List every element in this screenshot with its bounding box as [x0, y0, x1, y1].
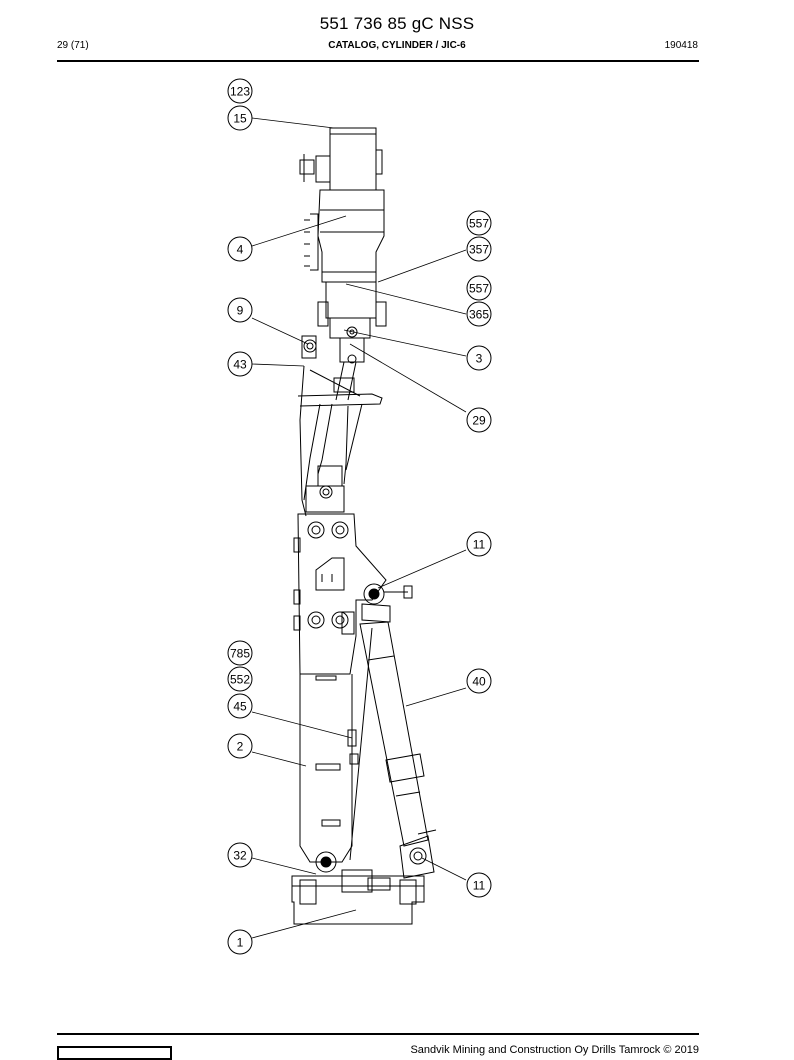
page-number: 29 (71) [57, 40, 89, 51]
sandvik-logo [57, 1046, 172, 1060]
callout-balloons: 123 15 4 557 357 557 365 9 3 43 29 11 78… [227, 78, 492, 955]
callout-balloon: 357 [466, 236, 492, 262]
swivel-head [325, 281, 377, 319]
frame-left-rail [299, 365, 307, 517]
callout-balloon: 4 [227, 236, 253, 262]
callout-label: 15 [233, 112, 247, 126]
document-code: 190418 [664, 40, 698, 51]
callout-label: 123 [230, 85, 250, 99]
leader-lines [251, 117, 467, 939]
callout-label: 9 [237, 304, 244, 318]
assembly-outline [291, 127, 437, 925]
main-boom-lower [299, 674, 353, 863]
callout-label: 1 [237, 936, 244, 950]
callout-balloon: 557 [466, 275, 492, 301]
callout-label: 4 [237, 243, 244, 257]
footer-copyright: Sandvik Mining and Construction Oy Drill… [410, 1044, 699, 1056]
callout-label: 365 [469, 308, 489, 322]
callout-balloon: 40 [466, 668, 492, 694]
callout-label: 40 [472, 675, 486, 689]
callout-balloon: 15 [227, 105, 253, 131]
callout-balloon: 785 [227, 640, 253, 666]
lift-cylinder [359, 621, 429, 847]
valve-block [317, 189, 385, 273]
callout-balloon: 32 [227, 842, 253, 868]
callout-balloon: 11 [466, 531, 492, 557]
callout-balloon: 552 [227, 666, 253, 692]
callout-label: 557 [469, 282, 489, 296]
callout-label: 557 [469, 217, 489, 231]
callout-label: 552 [230, 673, 250, 687]
callout-label: 43 [233, 358, 247, 372]
main-boom-upper [297, 513, 387, 675]
footer-divider [57, 1033, 699, 1035]
callout-label: 11 [473, 879, 486, 893]
callout-balloon: 1 [227, 929, 253, 955]
header-divider [57, 60, 699, 62]
callout-balloon: 123 [227, 78, 253, 104]
catalog-title: CATALOG, CYLINDER / JIC-6 [328, 40, 466, 51]
callout-balloon: 2 [227, 733, 253, 759]
callout-balloon: 43 [227, 351, 253, 377]
callout-label: 32 [233, 849, 247, 863]
callout-balloon: 9 [227, 297, 253, 323]
callout-label: 357 [469, 243, 489, 257]
callout-balloon: 45 [227, 693, 253, 719]
callout-label: 29 [472, 414, 486, 428]
callout-label: 3 [476, 352, 483, 366]
callout-label: 2 [237, 740, 244, 754]
callout-label: 785 [230, 647, 250, 661]
callout-balloon: 3 [466, 345, 492, 371]
callout-balloon: 29 [466, 407, 492, 433]
callout-balloon: 11 [466, 872, 492, 898]
top-cylinder-housing [329, 127, 377, 191]
callout-label: 11 [473, 538, 486, 552]
callout-balloon: 365 [466, 301, 492, 327]
base-bracket [291, 875, 425, 925]
document-title: 551 736 85 gC NSS [319, 14, 475, 33]
callout-label: 45 [233, 700, 247, 714]
callout-balloon: 557 [466, 210, 492, 236]
